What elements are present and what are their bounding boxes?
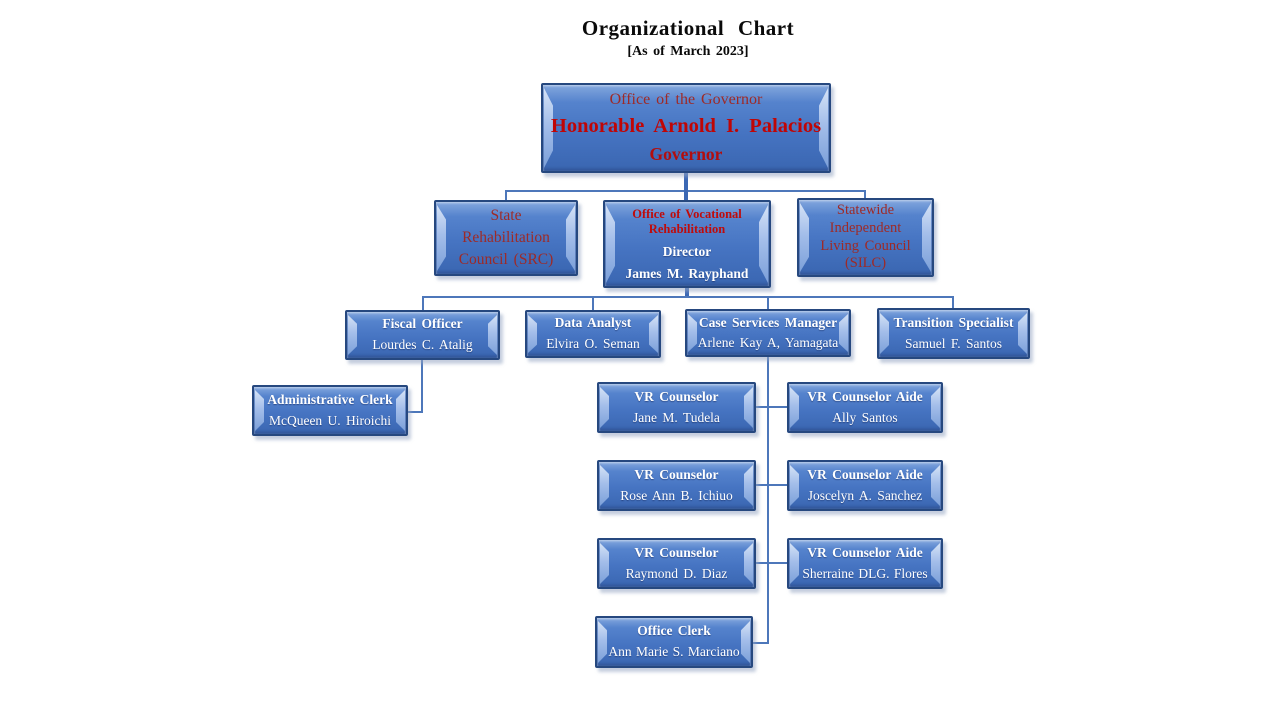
connector-line (864, 190, 866, 199)
node-org-label: Rehabilitation (462, 229, 550, 247)
connector-line (753, 642, 769, 644)
org-node-vr-counselor-aide-2: VR Counselor Aide Joscelyn A. Sanchez (787, 460, 943, 511)
org-node-vr-counselor-aide-1: VR Counselor Aide Ally Santos (787, 382, 943, 433)
node-person-name: McQueen U. Hiroichi (268, 412, 392, 428)
node-person-name: Raymond D. Diaz (625, 565, 728, 581)
node-person-name: Ann Marie S. Marciano (608, 644, 740, 659)
node-org-label: Independent (829, 219, 902, 236)
node-person-name: Joscelyn A. Sanchez (807, 487, 923, 503)
org-node-transition-specialist: Transition Specialist Samuel F. Santos (877, 308, 1030, 359)
node-person-name: Lourdes C. Atalig (372, 337, 473, 352)
connector-line (684, 190, 688, 201)
connector-line (505, 190, 507, 201)
connector-line (756, 484, 787, 486)
connector-line (756, 562, 787, 564)
org-node-vr-counselor-aide-3: VR Counselor Aide Sherraine DLG. Flores (787, 538, 943, 589)
connector-line (421, 360, 423, 413)
node-job-title: VR Counselor (634, 388, 719, 404)
connector-line (685, 288, 689, 297)
node-job-title: VR Counselor (634, 544, 719, 560)
org-node-vr-counselor-2: VR Counselor Rose Ann B. Ichiuo (597, 460, 756, 511)
connector-line (408, 411, 423, 413)
connector-line (422, 296, 954, 298)
org-node-vr-counselor-1: VR Counselor Jane M. Tudela (597, 382, 756, 433)
node-org-label: Office of the Governor (609, 91, 763, 108)
org-node-fiscal-officer: Fiscal Officer Lourdes C. Atalig (345, 310, 500, 360)
node-person-name: James M. Rayphand (625, 265, 749, 281)
node-person-name: Sherraine DLG. Flores (802, 565, 928, 581)
node-job-title: VR Counselor Aide (807, 388, 923, 404)
node-org-label: Rehabilitation (648, 222, 726, 237)
node-job-title: Director (662, 243, 712, 259)
node-job-title: VR Counselor Aide (807, 466, 923, 482)
node-person-name: Jane M. Tudela (633, 409, 720, 425)
connector-line (767, 296, 769, 310)
node-person-name: Honorable Arnold I. Palacios (550, 115, 822, 137)
node-job-title: VR Counselor Aide (807, 544, 923, 560)
node-job-title: Governor (649, 144, 723, 164)
node-job-title: Office Clerk (637, 623, 711, 639)
org-node-ovr-director: Office of Vocational Rehabilitation Dire… (603, 200, 771, 288)
node-org-label: Living Council (820, 237, 911, 254)
page-subtitle: [As of March 2023] (627, 44, 749, 59)
node-person-name: Ally Santos (832, 409, 898, 425)
node-job-title: Transition Specialist (893, 314, 1014, 330)
node-person-name: Samuel F. Santos (904, 335, 1003, 351)
node-job-title: Case Services Manager (698, 315, 838, 331)
connector-line (952, 296, 954, 309)
connector-line (422, 296, 424, 311)
node-person-name: Rose Ann B. Ichiuo (620, 487, 733, 503)
org-node-vr-counselor-3: VR Counselor Raymond D. Diaz (597, 538, 756, 589)
org-node-src: State Rehabilitation Council (SRC) (434, 200, 578, 276)
node-org-label: Statewide (836, 201, 895, 218)
node-person-name: Arlene Kay A, Yamagata (697, 335, 839, 350)
connector-line (756, 406, 787, 408)
org-node-case-services-manager: Case Services Manager Arlene Kay A, Yama… (685, 309, 851, 357)
node-job-title: Fiscal Officer (382, 316, 463, 332)
node-org-label: State (490, 207, 522, 225)
node-job-title: Data Analyst (554, 315, 632, 331)
page-title: Organizational Chart (581, 16, 795, 40)
org-node-data-analyst: Data Analyst Elvira O. Seman (525, 310, 661, 358)
connector-line (767, 357, 769, 644)
node-job-title: Administrative Clerk (267, 391, 393, 407)
node-org-label: Office of Vocational (632, 206, 742, 221)
connector-line (592, 296, 594, 311)
org-node-office-clerk: Office Clerk Ann Marie S. Marciano (595, 616, 753, 668)
org-node-administrative-clerk: Administrative Clerk McQueen U. Hiroichi (252, 385, 408, 436)
node-org-label: (SILC) (844, 255, 887, 272)
node-job-title: VR Counselor (634, 466, 719, 482)
node-org-label: Council (SRC) (458, 250, 554, 268)
org-node-governor: Office of the Governor Honorable Arnold … (541, 83, 831, 173)
connector-line (684, 173, 688, 191)
node-person-name: Elvira O. Seman (546, 336, 640, 351)
org-node-silc: Statewide Independent Living Council (SI… (797, 198, 934, 277)
chart-header: Organizational Chart [As of March 2023] (348, 16, 1028, 60)
